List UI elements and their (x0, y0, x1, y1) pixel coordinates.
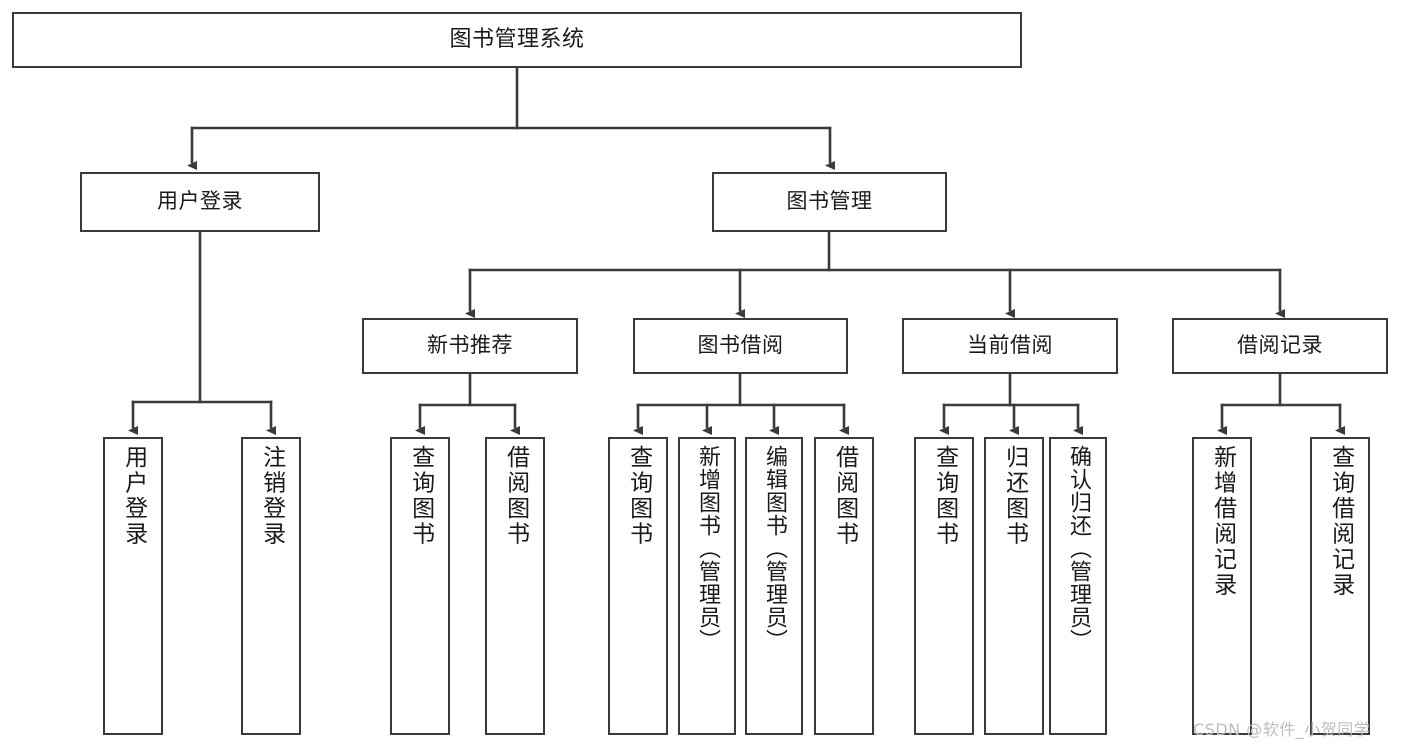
node-label: 借阅图书 (831, 445, 858, 547)
connectors-user-login (128, 230, 276, 435)
node-leaf-add-book-admin[interactable]: 新增图书（管理员） (678, 437, 736, 735)
node-label: 新增图书（管理员） (694, 445, 720, 652)
node-label: 查询借阅记录 (1327, 445, 1354, 598)
node-label: 注销登录 (258, 445, 285, 547)
node-label: 查询图书 (407, 445, 434, 547)
connectors-current-borrow (939, 372, 1083, 435)
node-label: 查询图书 (931, 445, 958, 547)
node-label: 图书管理系统 (449, 26, 585, 52)
node-label: 查询图书 (625, 445, 652, 547)
connectors-borrow-record (1217, 372, 1345, 435)
node-book-borrow[interactable]: 图书借阅 (633, 318, 848, 374)
node-leaf-query-borrow-record[interactable]: 查询借阅记录 (1310, 437, 1370, 735)
node-root-system[interactable]: 图书管理系统 (12, 12, 1022, 68)
connectors-new-book-recommend (415, 372, 520, 435)
node-leaf-borrow-book-recommend[interactable]: 借阅图书 (485, 437, 545, 735)
node-leaf-borrow-book-borrow[interactable]: 借阅图书 (814, 437, 874, 735)
csdn-watermark: CSDN @软件_小贺同学 (1193, 720, 1371, 739)
node-user-login[interactable]: 用户登录 (80, 172, 320, 232)
node-leaf-return-book[interactable]: 归还图书 (984, 437, 1044, 735)
node-label: 归还图书 (1001, 445, 1028, 547)
node-label: 确认归还（管理员） (1065, 445, 1091, 652)
node-label: 用户登录 (157, 189, 243, 214)
connectors-root (187, 66, 835, 170)
node-book-manage[interactable]: 图书管理 (712, 172, 947, 232)
node-leaf-user-logout[interactable]: 注销登录 (241, 437, 301, 735)
node-leaf-confirm-return-admin[interactable]: 确认归还（管理员） (1049, 437, 1107, 735)
node-label: 借阅图书 (502, 445, 529, 547)
node-label: 编辑图书（管理员） (761, 445, 787, 652)
node-leaf-edit-book-admin[interactable]: 编辑图书（管理员） (745, 437, 803, 735)
node-label: 新书推荐 (427, 333, 513, 358)
connectors-book-borrow (633, 372, 849, 435)
node-leaf-add-borrow-record[interactable]: 新增借阅记录 (1192, 437, 1252, 735)
node-label: 新增借阅记录 (1209, 445, 1236, 598)
node-label: 图书借阅 (697, 333, 784, 358)
node-borrow-record[interactable]: 借阅记录 (1172, 318, 1388, 374)
node-current-borrow[interactable]: 当前借阅 (902, 318, 1118, 374)
node-leaf-user-login[interactable]: 用户登录 (103, 437, 163, 735)
node-leaf-query-book-recommend[interactable]: 查询图书 (390, 437, 450, 735)
node-leaf-query-book-borrow[interactable]: 查询图书 (608, 437, 668, 735)
node-label: 借阅记录 (1237, 333, 1323, 358)
node-leaf-query-book-current[interactable]: 查询图书 (914, 437, 974, 735)
connectors-book-manage (465, 230, 1285, 318)
node-label: 当前借阅 (967, 333, 1053, 358)
node-label: 图书管理 (786, 189, 873, 214)
node-label: 用户登录 (120, 445, 147, 547)
node-new-book-recommend[interactable]: 新书推荐 (362, 318, 578, 374)
